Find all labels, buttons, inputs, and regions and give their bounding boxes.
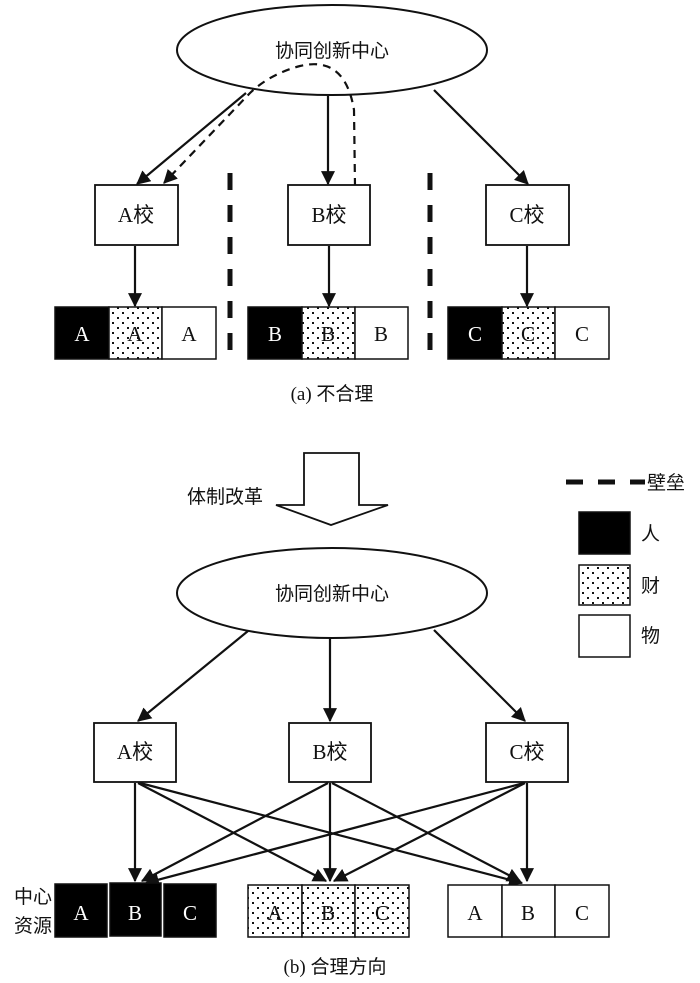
cell-money xyxy=(301,884,356,938)
cell-text: B xyxy=(321,322,335,346)
resource-label-line2: 资源 xyxy=(14,915,52,937)
cell-text: C xyxy=(521,322,535,346)
arrow-center-to-c xyxy=(433,89,529,185)
cell-person xyxy=(447,306,503,360)
cell-text: C xyxy=(375,901,389,925)
arrow-c-to-money xyxy=(332,782,526,882)
arrow-c-to-person xyxy=(144,781,525,887)
legend-person-swatch xyxy=(578,511,631,555)
legend-person-label: 人 xyxy=(641,523,660,545)
part-a-inefficient: 协同创新中心 A校 B校 C校 A A A xyxy=(54,4,610,405)
cell-text: A xyxy=(73,901,89,925)
school-box-a xyxy=(93,722,177,783)
cell-text: C xyxy=(468,322,482,346)
cell-text: A xyxy=(267,901,283,925)
cell-text: A xyxy=(127,322,143,346)
cell-text: A xyxy=(467,901,483,925)
school-label-a: A校 xyxy=(118,203,154,227)
reform-label: 体制改革 xyxy=(187,486,263,508)
cell-text: C xyxy=(575,322,589,346)
cell-money xyxy=(108,306,163,360)
arrow-center-to-c xyxy=(433,629,526,722)
school-box-b xyxy=(287,184,371,246)
arrow-a-to-money xyxy=(137,782,328,882)
arrow-center-to-a xyxy=(136,92,247,185)
cell-goods xyxy=(354,306,409,360)
legend: 壁垒 人 财 物 xyxy=(566,472,685,658)
center-label-b: 协同创新中心 xyxy=(275,583,389,605)
school-label-c: C校 xyxy=(509,203,544,227)
cell-person xyxy=(54,883,108,938)
cell-goods xyxy=(161,306,217,360)
cell-text: C xyxy=(183,901,197,925)
reform-transition: 体制改革 xyxy=(187,452,389,526)
center-label-a: 协同创新中心 xyxy=(275,40,389,62)
dashed-flow-b-to-a xyxy=(163,63,357,187)
resource-group-money: A B C xyxy=(247,884,410,938)
school-box-c xyxy=(485,722,569,783)
cell-text: B xyxy=(321,901,335,925)
legend-money-label: 财 xyxy=(641,575,660,597)
legend-barrier-label: 壁垒 xyxy=(647,472,685,494)
arrow-b-to-goods xyxy=(331,782,522,882)
cross-flow-arrows xyxy=(128,781,534,887)
cell-text: A xyxy=(181,322,197,346)
school-box-b xyxy=(288,722,372,783)
reform-arrow-icon xyxy=(275,452,389,526)
arrow-center-to-a xyxy=(137,630,249,722)
center-ellipse-b xyxy=(176,547,488,639)
cell-text: B xyxy=(374,322,388,346)
school-label-b: B校 xyxy=(311,203,346,227)
arrow-b-to-person xyxy=(140,782,329,882)
part-b-reasonable: 协同创新中心 A校 B校 C校 中心 资源 xyxy=(14,547,610,978)
school-label-b: B校 xyxy=(312,740,347,764)
cell-person xyxy=(247,306,303,360)
school-box-a xyxy=(94,184,179,246)
cell-money xyxy=(354,884,410,938)
cell-person xyxy=(109,882,162,937)
cell-text: B xyxy=(128,901,142,925)
resource-group-goods: A B C xyxy=(447,884,610,938)
cell-text: A xyxy=(74,322,90,346)
center-ellipse-a xyxy=(176,4,488,96)
legend-goods-swatch xyxy=(578,614,631,658)
cell-goods xyxy=(447,884,503,938)
legend-money-swatch xyxy=(578,564,631,606)
cell-person xyxy=(163,883,217,938)
cell-text: C xyxy=(575,901,589,925)
cell-person xyxy=(54,306,110,360)
resource-strip-c: C C C xyxy=(447,306,610,360)
legend-goods-label: 物 xyxy=(641,625,660,647)
school-box-c xyxy=(485,184,570,246)
resource-strip-a: A A A xyxy=(54,306,217,360)
school-label-c: C校 xyxy=(509,740,544,764)
cell-text: B xyxy=(521,901,535,925)
resource-strip-b: B B B xyxy=(247,306,409,360)
cell-goods xyxy=(554,306,610,360)
cell-money xyxy=(501,306,556,360)
school-label-a: A校 xyxy=(117,740,153,764)
caption-a: (a) 不合理 xyxy=(291,383,374,405)
cell-goods xyxy=(554,884,610,938)
cell-goods xyxy=(501,884,556,938)
cell-money xyxy=(247,884,303,938)
resource-label-line1: 中心 xyxy=(14,886,52,908)
resource-group-person: A B C xyxy=(54,882,217,938)
cell-money xyxy=(301,306,356,360)
caption-b: (b) 合理方向 xyxy=(284,956,387,978)
cell-text: B xyxy=(268,322,282,346)
